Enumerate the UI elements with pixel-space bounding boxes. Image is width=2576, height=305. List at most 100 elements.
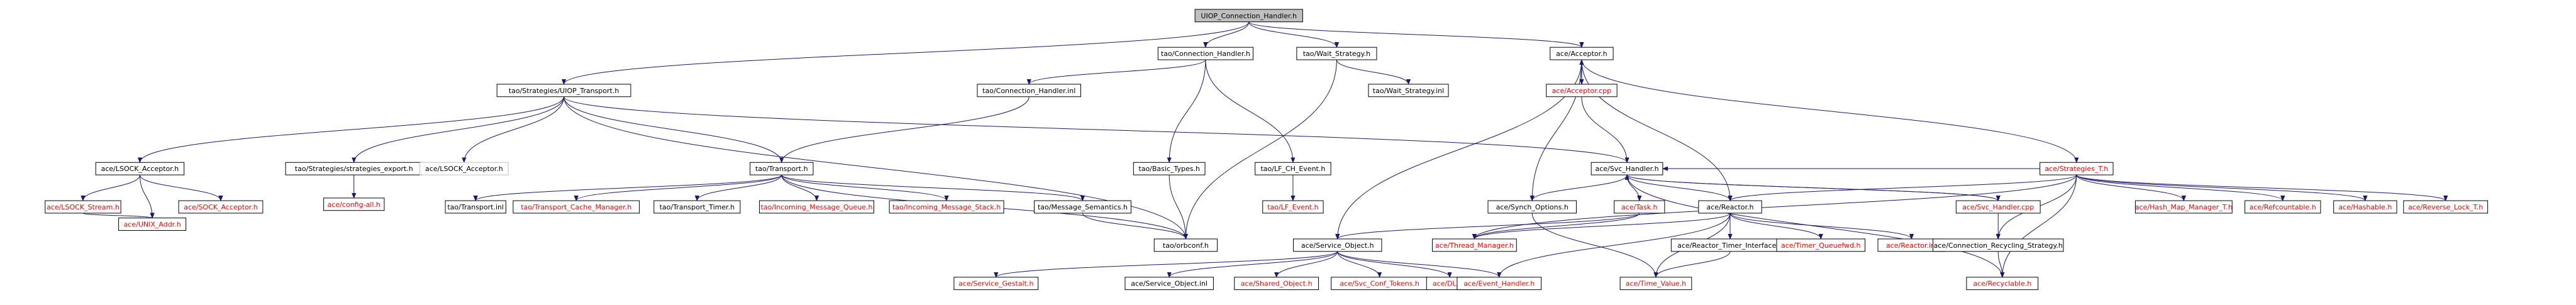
node-event-handler[interactable]: ace/Event_Handler.h	[1457, 277, 1542, 291]
node-svc-handler-h[interactable]: ace/Svc_Handler.h	[1591, 162, 1663, 175]
node-time-value[interactable]: ace/Time_Value.h	[1619, 277, 1692, 291]
edge-transport-h-to-transport-inl	[475, 174, 782, 201]
node-label: ace/config-all.h	[328, 201, 380, 209]
node-wait-strategy-h[interactable]: tao/Wait_Strategy.h	[1296, 47, 1377, 60]
node-timer-queuefwd[interactable]: ace/Timer_Queuefwd.h	[1776, 238, 1865, 252]
node-box	[513, 200, 640, 214]
node-shared-object[interactable]: ace/Shared_Object.h	[1234, 277, 1319, 291]
node-box	[323, 197, 385, 211]
node-lf-ch-event[interactable]: tao/LF_CH_Event.h	[1255, 162, 1331, 175]
node-incoming-msg-queue[interactable]: tao/Incoming_Message_Queue.h	[759, 200, 874, 214]
node-box	[1546, 84, 1618, 97]
edge-acceptor-h-to-strategies-t	[1581, 60, 2077, 162]
node-transport-inl[interactable]: tao/Transport.inl	[445, 200, 506, 214]
node-label: tao/Strategies/strategies_export.h	[295, 165, 413, 173]
edge-svc-handler-cpp-to-svc-handler-h	[1627, 174, 1999, 201]
node-hashable[interactable]: ace/Hashable.h	[2333, 200, 2397, 214]
node-box	[496, 84, 631, 97]
node-box	[759, 200, 874, 214]
node-svc-handler-cpp[interactable]: ace/Svc_Handler.cpp	[1955, 200, 2041, 214]
node-conn-handler-inl[interactable]: tao/Connection_Handler.inl	[977, 84, 1081, 97]
node-label: tao/Transport_Timer.h	[660, 203, 735, 211]
edge-reactor-h-to-timer-queuefwd	[1729, 213, 1821, 240]
node-box	[419, 162, 509, 175]
node-service-object-inl[interactable]: ace/Service_Object.inl	[1124, 277, 1214, 291]
node-strategies-export[interactable]: tao/Strategies/strategies_export.h	[285, 162, 423, 175]
edge-basic-types-to-versioned-ns	[1169, 175, 1185, 239]
node-conn-recycling[interactable]: ace/Connection_Recycling_Strategy.h	[1933, 238, 2064, 252]
edge-lsock-acceptor-h-to-unix-addr	[139, 175, 152, 218]
node-transport-timer[interactable]: tao/Transport_Timer.h	[653, 200, 741, 214]
node-task-h[interactable]: ace/Task.h	[1614, 200, 1665, 214]
edge-conn-handler-inl-to-transport-h	[782, 96, 1030, 162]
node-lsock-acceptor-h[interactable]: ace/LSOCK_Acceptor.h	[95, 162, 185, 175]
edge-transport-h-to-incoming-msg-queue	[781, 175, 817, 201]
node-box	[1368, 84, 1449, 97]
node-label: tao/Wait_Strategy.inl	[1373, 87, 1444, 95]
node-reverse-lock[interactable]: ace/Reverse_Lock_T.h	[2403, 200, 2489, 214]
node-box	[1153, 238, 1218, 252]
node-lsock-stream[interactable]: ace/LSOCK_Stream.h	[45, 200, 121, 214]
edge-strategies-t-to-thread-manager	[1474, 175, 2077, 240]
edge-uiop-transport-to-lsock-acceptor-h	[140, 96, 565, 163]
edge-service-object-h-to-dll-h	[1337, 251, 1450, 277]
node-box	[178, 200, 264, 214]
node-conn-handler-h[interactable]: tao/Connection_Handler.h	[1157, 47, 1253, 60]
edge-lsock-acceptor-h-to-sock-acceptor	[139, 174, 221, 201]
node-thread-manager[interactable]: ace/Thread_Manager.h	[1432, 238, 1517, 252]
edge-root-to-wait-strategy-h	[1248, 21, 1337, 48]
node-refcountable[interactable]: ace/Refcountable.h	[2244, 200, 2321, 214]
node-lsock-acceptor-ext[interactable]: ace/LSOCK_Acceptor.h	[419, 162, 509, 175]
node-label: ace/Hashable.h	[2338, 203, 2392, 211]
node-label: ace/Thread_Manager.h	[1435, 241, 1514, 250]
node-transport-cache-mgr[interactable]: tao/Transport_Cache_Manager.h	[513, 200, 640, 214]
edge-svc-handler-h-to-recyclable	[1626, 175, 2002, 277]
node-versioned-ns[interactable]: tao/orbconf.h	[1153, 238, 1218, 252]
node-box	[1124, 277, 1214, 291]
node-box	[977, 84, 1081, 97]
node-unix-addr[interactable]: ace/UNIX_Addr.h	[118, 218, 187, 231]
node-acceptor-cpp[interactable]: ace/Acceptor.cpp	[1546, 84, 1618, 97]
node-reactor-inl[interactable]: ace/Reactor.inl	[1877, 238, 1946, 252]
node-lf-event[interactable]: tao/LF_Event.h	[1262, 200, 1324, 214]
node-service-object-h[interactable]: ace/Service_Object.h	[1292, 238, 1382, 252]
edge-message-semantics-to-versioned-ns	[1082, 213, 1185, 240]
edge-service-object-h-to-service-object-inl	[1169, 251, 1338, 278]
node-box	[953, 277, 1039, 291]
node-transport-h[interactable]: tao/Transport.h	[750, 162, 814, 175]
node-basic-types[interactable]: tao/Basic_Types.h	[1133, 162, 1206, 175]
edge-uiop-transport-to-svc-handler-h	[564, 96, 1627, 163]
node-strategies-t[interactable]: ace/Strategies_T.h	[2040, 162, 2114, 175]
node-message-semantics[interactable]: tao/Message_Semantics.h	[1034, 200, 1131, 214]
node-svc-conf-tokens[interactable]: ace/Svc_Conf_Tokens.h	[1331, 277, 1429, 291]
node-label: tao/LF_Event.h	[1267, 203, 1318, 211]
edge-acceptor-h-to-synch-options	[1532, 60, 1582, 201]
node-incoming-msg-stack[interactable]: tao/Incoming_Message_Stack.h	[889, 200, 1004, 214]
node-box	[1698, 200, 1762, 214]
node-sock-acceptor[interactable]: ace/SOCK_Acceptor.h	[178, 200, 264, 214]
node-label: ace/LSOCK_Acceptor.h	[425, 165, 503, 173]
node-wait-strategy-inl[interactable]: tao/Wait_Strategy.inl	[1368, 84, 1449, 97]
edge-conn-handler-h-to-basic-types	[1169, 60, 1206, 162]
node-label: tao/LF_CH_Event.h	[1260, 165, 1325, 173]
edge-root-to-uiop-transport	[564, 21, 1250, 85]
node-reactor-h[interactable]: ace/Reactor.h	[1698, 200, 1762, 214]
node-box	[118, 218, 187, 231]
node-label: ace/LSOCK_Stream.h	[47, 203, 119, 211]
node-box	[2135, 200, 2233, 214]
node-acceptor-h[interactable]: ace/Acceptor.h	[1550, 47, 1614, 60]
node-reactor-timer-iface[interactable]: ace/Reactor_Timer_Interface.h	[1670, 238, 1790, 252]
node-label: ace/Task.h	[1621, 203, 1657, 211]
node-recyclable[interactable]: ace/Recyclable.h	[1966, 277, 2039, 291]
node-hash-map-mgr[interactable]: ace/Hash_Map_Manager_T.h	[2135, 200, 2233, 214]
node-label: ace/Refcountable.h	[2250, 203, 2316, 211]
edge-transport-h-to-transport-timer	[697, 174, 782, 201]
node-root[interactable]: UIOP_Connection_Handler.h	[1194, 9, 1303, 23]
node-service-gestalt[interactable]: ace/Service_Gestalt.h	[953, 277, 1039, 291]
node-uiop-transport[interactable]: tao/Strategies/UIOP_Transport.h	[496, 84, 631, 97]
node-synch-options[interactable]: ace/Synch_Options.h	[1487, 200, 1577, 214]
edge-acceptor-h-to-reactor-h	[1581, 60, 1730, 201]
node-label: ace/Reactor.h	[1706, 203, 1753, 211]
node-config-all[interactable]: ace/config-all.h	[323, 197, 385, 211]
node-label: ace/Strategies_T.h	[2045, 165, 2108, 173]
